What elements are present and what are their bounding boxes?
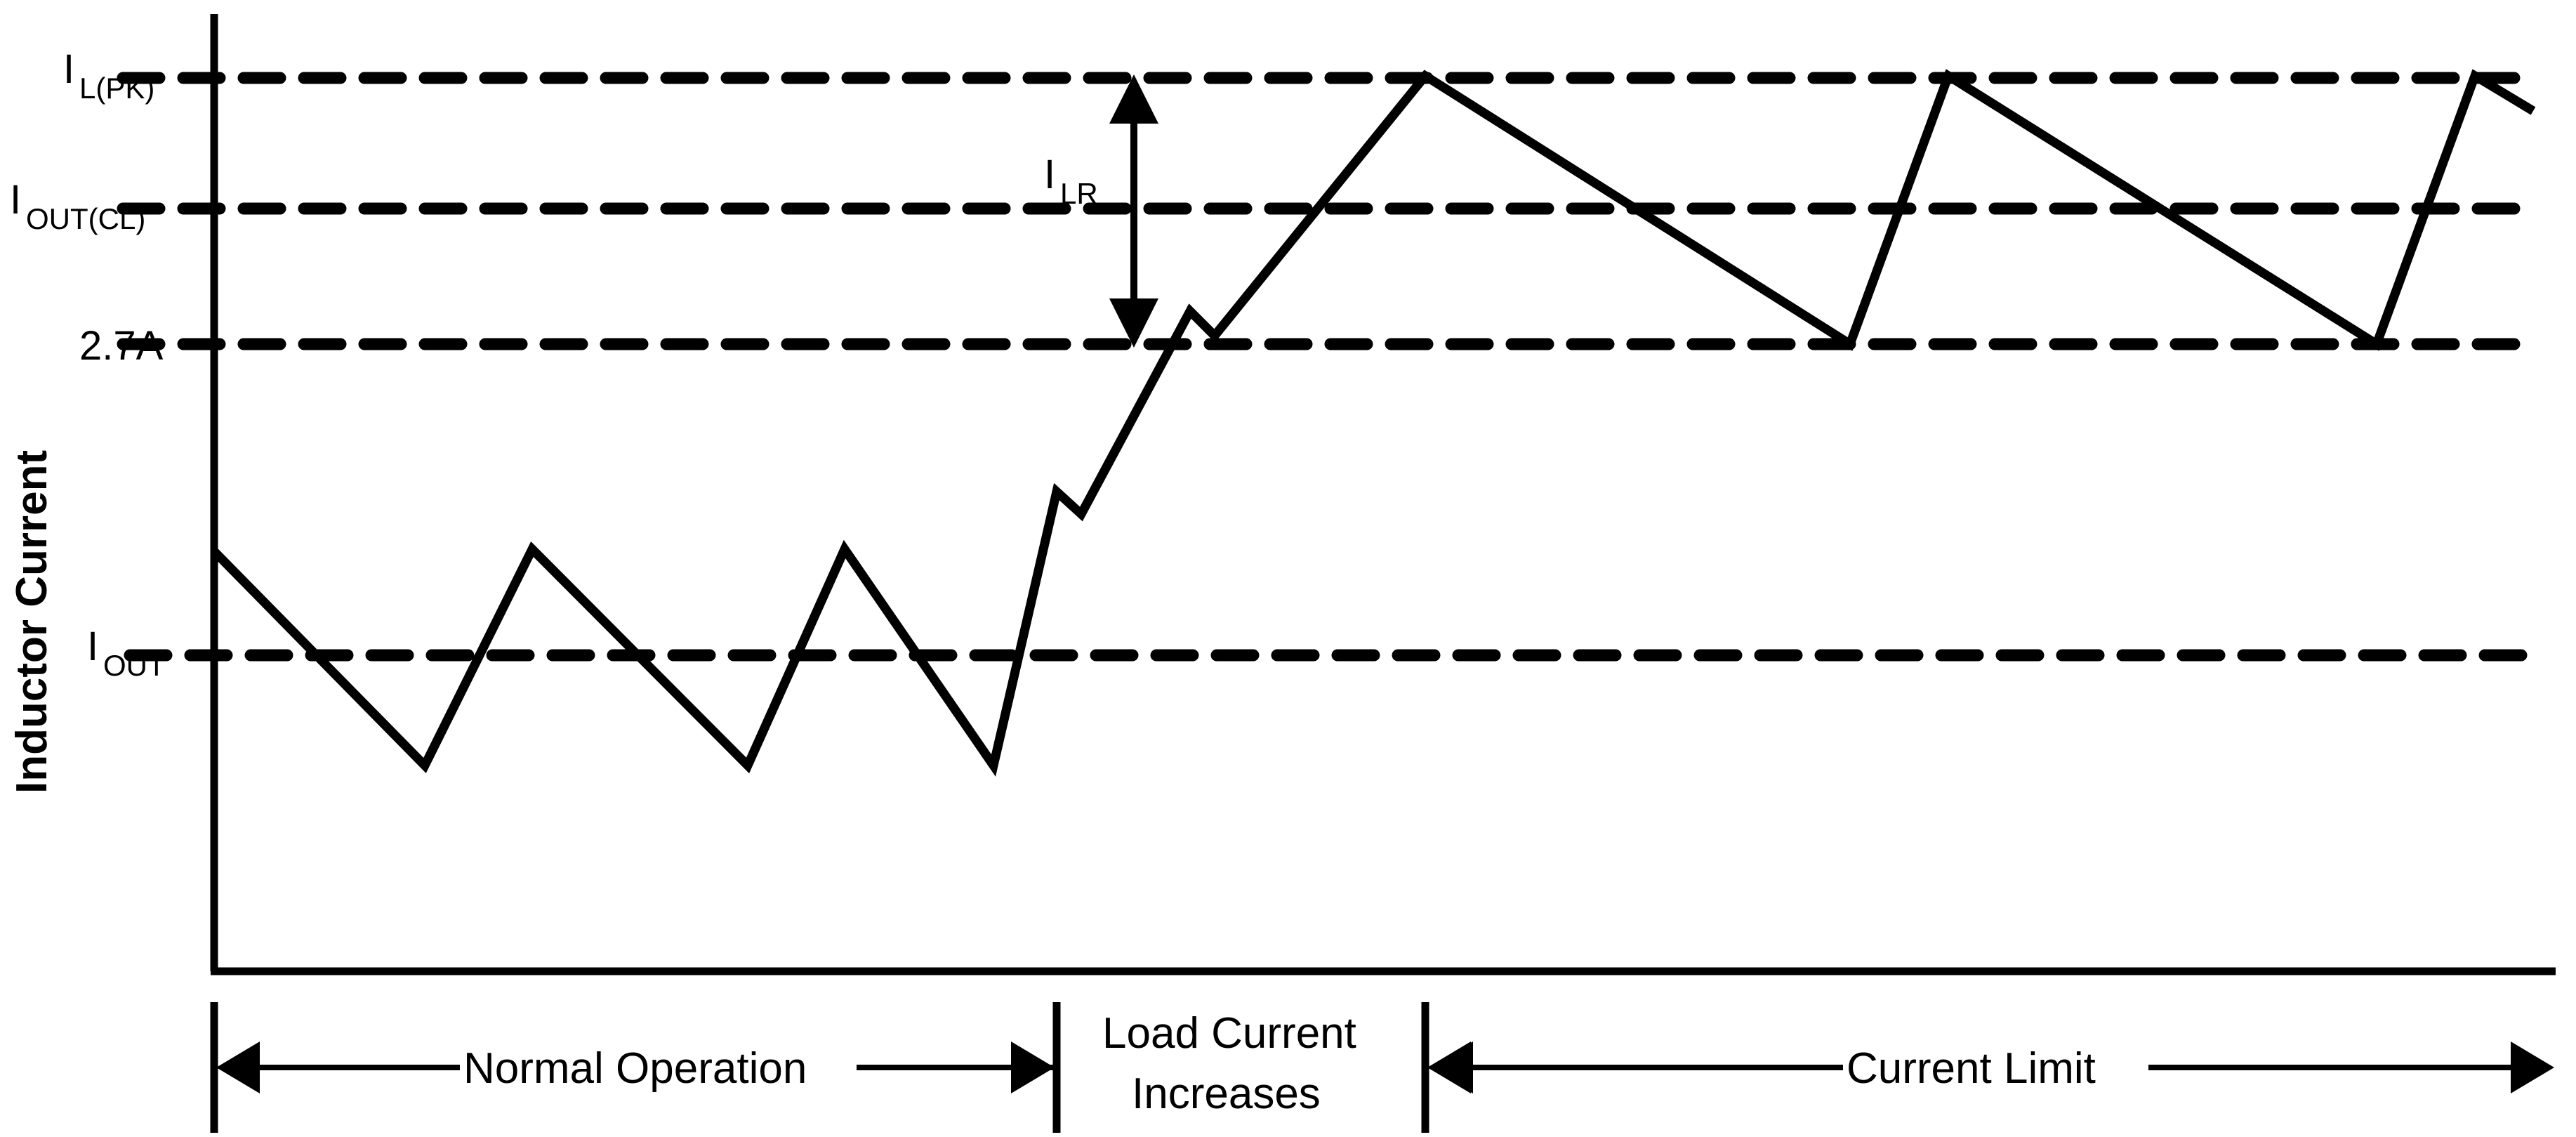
- annotation-ilr-sub: LR: [1060, 177, 1098, 210]
- level-label-iout: I OUT: [87, 624, 166, 682]
- y-axis-title: Inductor Current: [8, 450, 56, 794]
- ilr-arrowhead-down: [1109, 298, 1158, 348]
- level-label-ioutcl-sub: OUT(CL): [26, 202, 145, 235]
- annotation-ilr: I LR: [1044, 74, 1158, 348]
- current-limit-arrowhead-right: [2511, 1041, 2554, 1093]
- level-label-iout-main: I: [87, 624, 98, 669]
- annotation-ilr-main: I: [1044, 152, 1055, 197]
- region-label-current-limit: Current Limit: [1847, 1044, 2096, 1093]
- region-label-load-current-line1: Load Current: [1102, 1009, 1356, 1058]
- region-label-normal-operation: Normal Operation: [463, 1044, 807, 1093]
- level-label-ilpk-main: I: [63, 46, 74, 92]
- level-label-iout-sub: OUT: [103, 649, 166, 682]
- level-label-ioutcl-main: I: [10, 177, 21, 223]
- region-current-limit: Current Limit: [1429, 1041, 2554, 1093]
- level-label-ilpk: I L(PK): [63, 46, 154, 105]
- region-normal-operation: Normal Operation: [216, 1041, 1053, 1093]
- inductor-current-trace: [211, 69, 2536, 777]
- current-limit-arrowhead-left: [1429, 1041, 1473, 1093]
- load-current-arrowhead-right: [1011, 1041, 1055, 1093]
- normal-operation-arrowhead-left: [216, 1041, 260, 1093]
- ilr-arrowhead-up: [1109, 74, 1158, 124]
- region-label-load-current-line2: Increases: [1132, 1070, 1321, 1118]
- level-label-ioutcl: I OUT(CL): [10, 177, 145, 235]
- level-label-27a: 2.7A: [79, 323, 164, 369]
- level-label-ilpk-sub: L(PK): [79, 72, 154, 105]
